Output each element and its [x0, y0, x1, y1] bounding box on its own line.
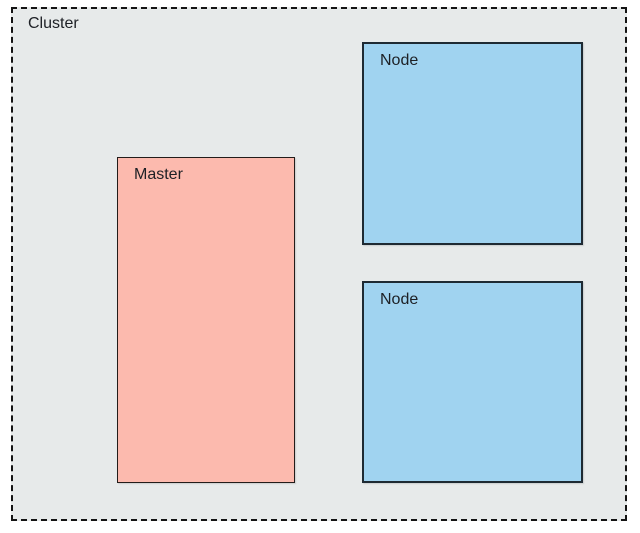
node-box-2: Node	[362, 281, 583, 483]
cluster-label: Cluster	[28, 15, 79, 32]
master-box: Master	[117, 157, 295, 483]
node-2-label: Node	[380, 291, 419, 308]
node-box-1: Node	[362, 42, 583, 245]
node-1-label: Node	[380, 52, 419, 69]
master-label: Master	[134, 166, 183, 183]
cluster-boundary: Cluster Master Node Node	[11, 7, 627, 521]
